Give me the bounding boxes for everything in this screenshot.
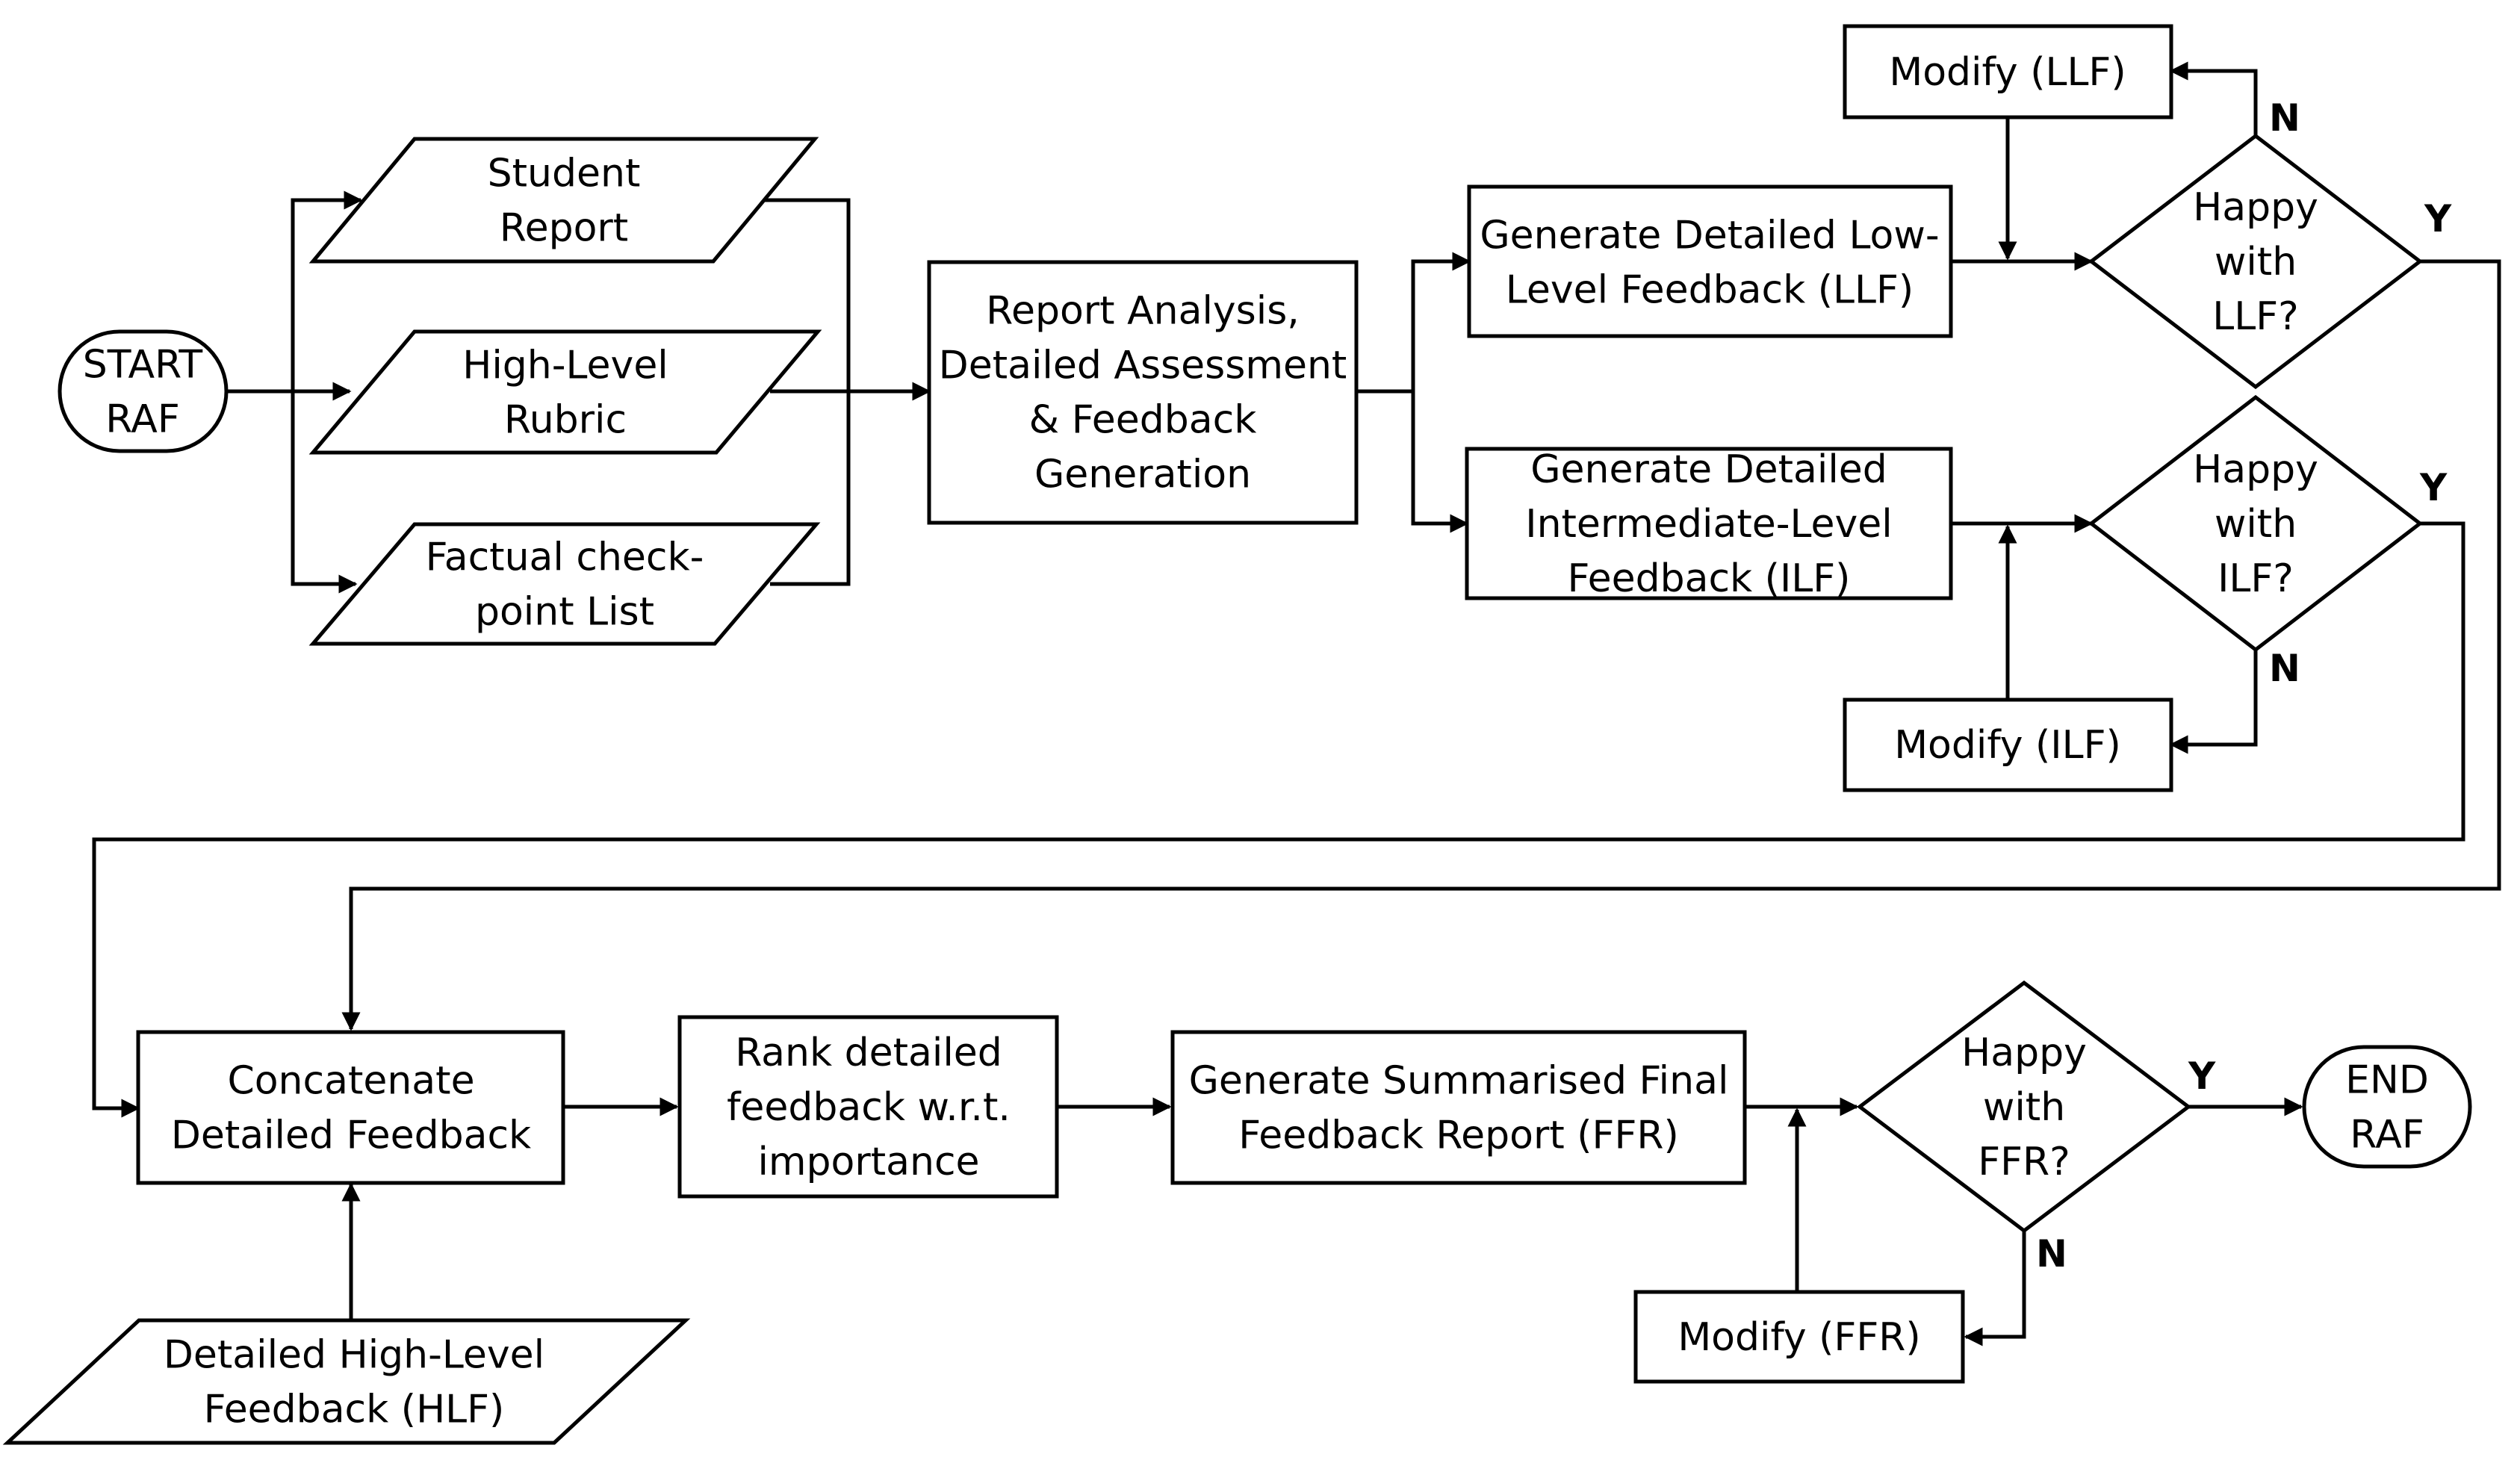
label-line: Rubric (504, 398, 627, 443)
label-line: with (2215, 240, 2297, 285)
edge-happy-ffr-no (1964, 1231, 2026, 1346)
edge-happy-llf-yes-to-concat (341, 259, 2501, 1031)
label-line: Student (488, 152, 641, 196)
branch-labels: Y N Y N Y N (2036, 96, 2452, 1276)
edges (92, 61, 2501, 1346)
label-line: High-Level (462, 344, 668, 388)
happy-ilf-decision (2088, 394, 2424, 653)
llf-yes-label: Y (2424, 197, 2452, 240)
modify-ilf-process (1843, 698, 2173, 792)
label-line: Generate Detailed Low- (1480, 214, 1939, 258)
label-line: Feedback (ILF) (1568, 556, 1851, 601)
label-line: feedback w.r.t. (727, 1085, 1011, 1130)
edge-start-to-checklist (291, 391, 358, 594)
analysis-label: Report Analysis, Detailed Assessment & Fee… (939, 289, 1347, 497)
end-terminal (2302, 1045, 2472, 1169)
label-line: Rank detailed (735, 1031, 1002, 1075)
label-line: Modify (LLF) (1889, 50, 2126, 95)
label-line: Feedback Report (FFR) (1238, 1113, 1679, 1158)
gen-llf-label: Generate Detailed Low- Level Feedback (LL… (1480, 214, 1939, 313)
analysis-process (927, 260, 1359, 525)
start-terminal-label: START RAF (83, 343, 203, 442)
rank-process (677, 1015, 1059, 1199)
label-line: LLF? (2212, 294, 2298, 339)
label-line: Happy (2193, 447, 2318, 492)
label-line: Detailed High-Level (164, 1333, 544, 1378)
label-line: Generate Detailed (1530, 447, 1887, 492)
edge-checklist-to-merge (770, 391, 851, 586)
edge-happy-llf-no (2169, 61, 2258, 136)
happy-ffr-decision (1856, 980, 2192, 1234)
rank-label: Rank detailed feedback w.r.t. importance (727, 1031, 1011, 1184)
gen-llf-process (1467, 184, 1953, 338)
label-line: RAF (105, 397, 180, 442)
label-line: RAF (2350, 1113, 2424, 1158)
edge-happy-ilf-no (2169, 650, 2258, 754)
checklist-input (308, 522, 821, 646)
concat-process (136, 1030, 565, 1185)
label-line: Feedback (HLF) (204, 1388, 505, 1432)
ilf-yes-label: Y (2419, 466, 2448, 509)
modify-ffr-process (1633, 1290, 1965, 1384)
label-line: Detailed Feedback (171, 1113, 531, 1158)
label-line: point List (475, 590, 654, 635)
label-line: Detailed Assessment (939, 344, 1347, 388)
label-line: Concatenate (227, 1059, 474, 1104)
edge-start-to-student-report (291, 190, 363, 391)
hlf-input (2, 1318, 691, 1445)
ilf-no-label: N (2269, 647, 2300, 690)
label-line: Level Feedback (LLF) (1506, 268, 1914, 313)
label-line: Happy (2193, 185, 2318, 230)
label-line: START (83, 343, 203, 388)
edge-happy-ilf-yes-to-concat (92, 521, 2465, 1118)
end-terminal-label: END RAF (2345, 1058, 2429, 1158)
label-line: FFR? (1978, 1140, 2070, 1184)
gen-ffr-process (1170, 1030, 1747, 1185)
ffr-no-label: N (2036, 1232, 2067, 1276)
modify-ilf-label: Modify (ILF) (1894, 723, 2121, 768)
label-line: Modify (ILF) (1894, 723, 2121, 768)
edge-split-to-gen-ilf (1411, 391, 1469, 533)
happy-llf-decision (2088, 133, 2424, 390)
ffr-yes-label: Y (2188, 1054, 2216, 1098)
label-line: END (2345, 1058, 2429, 1103)
label-line: Generation (1034, 453, 1251, 497)
gen-ilf-process (1465, 447, 1953, 600)
modify-llf-label: Modify (LLF) (1889, 50, 2126, 95)
label-line: Report (500, 206, 628, 251)
label-line: & Feedback (1029, 398, 1257, 443)
label-line: with (1983, 1085, 2065, 1130)
label-line: Happy (1961, 1031, 2087, 1075)
modify-ffr-label: Modify (FFR) (1678, 1315, 1920, 1360)
start-terminal (58, 329, 229, 453)
label-line: Modify (FFR) (1678, 1315, 1920, 1360)
edge-student-report-to-merge (763, 198, 851, 391)
label-line: Report Analysis, (986, 289, 1300, 334)
label-line: with (2215, 502, 2297, 547)
label-line: Factual check- (426, 535, 704, 580)
modify-llf-process (1843, 24, 2173, 119)
student-report-input (308, 137, 819, 264)
llf-no-label: N (2269, 96, 2300, 140)
label-line: Intermediate-Level (1525, 502, 1893, 547)
rubric-input (308, 329, 822, 455)
label-line: importance (757, 1140, 979, 1184)
edge-split-to-gen-llf (1411, 252, 1471, 391)
checklist-label: Factual check-point List (426, 535, 704, 635)
label-line: Generate Summarised Final (1189, 1059, 1729, 1104)
label-line: ILF? (2218, 556, 2294, 601)
